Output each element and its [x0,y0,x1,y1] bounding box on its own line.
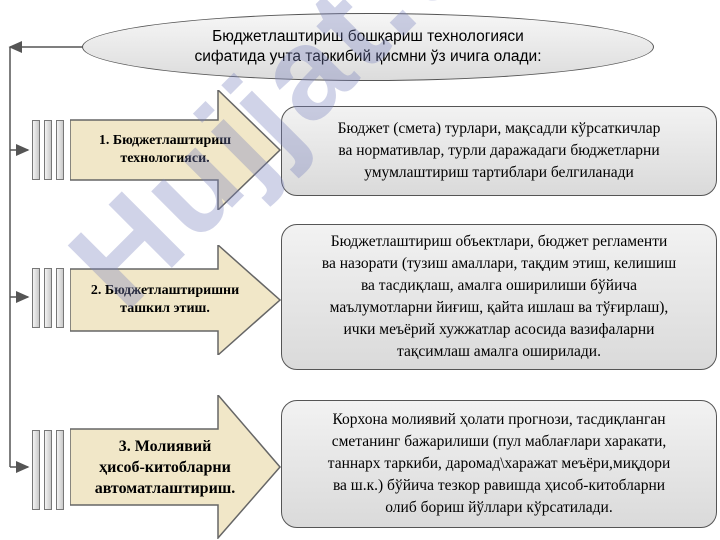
arrow-label-2: 2. Бюджетлаштиришни ташкил этиш. [90,283,240,316]
stripe-bar [44,268,52,328]
arrow-graphic [70,245,282,355]
stripe-bar [32,430,40,510]
arrow-graphic [70,395,281,539]
arrow-label-3: 3. Молиявий ҳисоб-китобларни автоматлашт… [94,437,236,497]
description-text-3: Корхона молиявий ҳолати прогнози, тасдиқ… [327,411,671,516]
stripe-bar [56,430,64,510]
description-box-1: Бюджет (смета) турлари, мақсадли кўрсатк… [281,106,717,196]
title-text: Бюджетлаштириш бошқариш технологияси сиф… [194,28,542,65]
description-text-1: Бюджет (смета) турлари, мақсадли кўрсатк… [337,120,661,181]
arrow-shape-3: 3. Молиявий ҳисоб-китобларни автоматлашт… [70,395,282,539]
stripe-bar [32,120,40,180]
arrow-graphic [70,90,282,210]
stripe-bar [56,120,64,180]
stripe-bar [44,120,52,180]
arrow-label-1: 1. Бюджетлаштириш технологияси. [98,133,232,166]
arrow-shape-2: 2. Бюджетлаштиришни ташкил этиш. [70,245,282,355]
arrow-shape-1: 1. Бюджетлаштириш технологияси. [70,90,282,210]
stripe-bar [32,268,40,328]
stripe-bar [44,430,52,510]
description-text-2: Бюджетлаштириш объектлари, бюджет реглам… [321,233,677,360]
description-box-3: Корхона молиявий ҳолати прогнози, тасдиқ… [281,400,717,528]
title-ellipse: Бюджетлаштириш бошқариш технологияси сиф… [82,13,654,81]
description-box-2: Бюджетлаштириш объектлари, бюджет реглам… [281,224,717,370]
stripe-bar [56,268,64,328]
